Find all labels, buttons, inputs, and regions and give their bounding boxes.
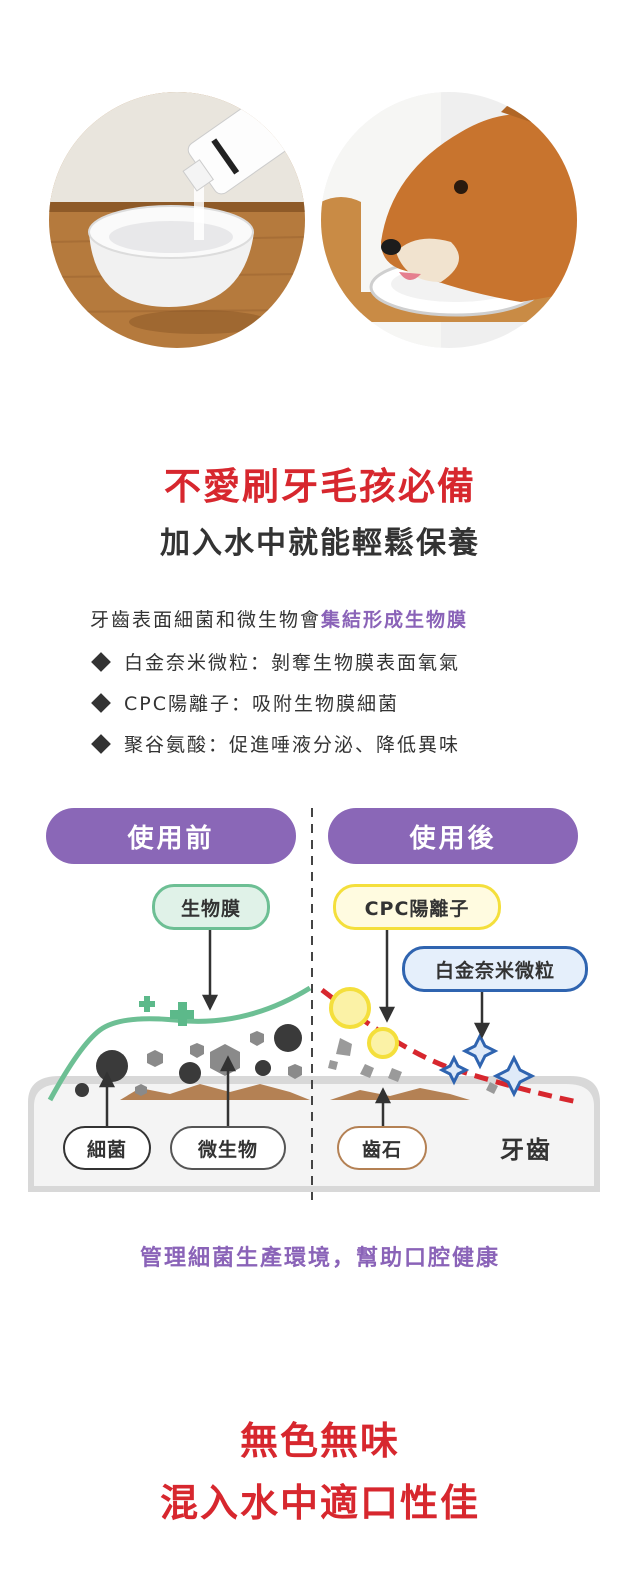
microbe-tag: 微生物 <box>170 1126 286 1170</box>
closing-line-1: 無色無味 <box>239 1419 400 1463</box>
platinum-tag: 白金奈米微粒 <box>402 946 588 992</box>
headline-primary: 不愛刷牙毛孩必備 <box>164 465 476 508</box>
bowl-photo-illustration <box>49 92 305 348</box>
bullet-item: CPC陽離子：吸附生物膜細菌 <box>90 689 399 716</box>
cpc-particle-icon <box>367 1027 399 1059</box>
bullet-diamond-icon <box>91 733 111 754</box>
bullet-text: CPC陽離子：吸附生物膜細菌 <box>124 693 399 715</box>
before-label-pill: 使用前 <box>46 808 296 864</box>
bullet-diamond-icon <box>91 651 111 672</box>
description-intro-text: 牙齒表面細菌和微生物會 <box>90 609 322 631</box>
bacteria-tag: 細菌 <box>63 1126 151 1170</box>
biofilm-tag: 生物膜 <box>152 884 270 930</box>
bullet-diamond-icon <box>91 692 111 713</box>
bowl-photo <box>49 92 305 348</box>
bullet-text: 聚谷氨酸：促進唾液分泌、降低異味 <box>124 734 461 756</box>
dog-photo-illustration <box>321 92 577 348</box>
headline-secondary: 加入水中就能輕鬆保養 <box>160 526 480 561</box>
footer-caption: 管理細菌生產環境，幫助口腔健康 <box>139 1246 500 1271</box>
fragment-icon <box>328 1038 498 1094</box>
bullet-text: 白金奈米微粒：剝奪生物膜表面氧氣 <box>124 652 461 674</box>
cpc-tag: CPC陽離子 <box>333 884 501 930</box>
description-highlight: 集結形成生物膜 <box>321 609 469 631</box>
tartar-tag: 齒石 <box>337 1126 427 1170</box>
closing-line-2: 混入水中適口性佳 <box>159 1481 480 1525</box>
description-intro: 牙齒表面細菌和微生物會集結形成生物膜 <box>90 605 468 632</box>
tooth-label: 牙齒 <box>500 1136 552 1164</box>
after-label-pill: 使用後 <box>328 808 578 864</box>
sparkle-icon <box>438 1032 536 1098</box>
bullet-item: 白金奈米微粒：剝奪生物膜表面氧氣 <box>90 648 460 675</box>
cpc-particle-icon <box>329 987 371 1029</box>
bullet-item: 聚谷氨酸：促進唾液分泌、降低異味 <box>90 730 460 757</box>
plus-icon <box>139 996 194 1026</box>
bacteria-icon <box>75 1024 302 1097</box>
dog-photo <box>321 92 577 348</box>
comparison-diagram: 使用前 使用後 生物膜 CPC陽離子 白金奈米微粒 細菌 微生物 齒石 牙齒 <box>0 800 640 1210</box>
